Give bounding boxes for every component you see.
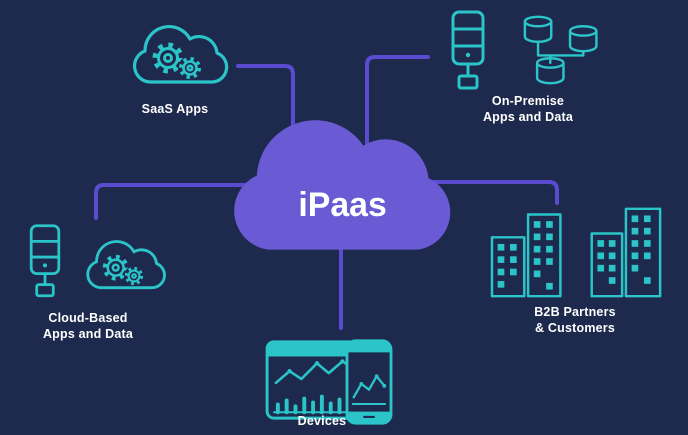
ipaas-cloud: iPaas xyxy=(234,120,451,250)
on-premise-label: On-Premise Apps and Data xyxy=(453,94,603,125)
cloud-based-label: Cloud-Based Apps and Data xyxy=(13,311,163,342)
connector-cloud-based xyxy=(94,183,270,220)
browser-analytics-icon xyxy=(265,340,367,420)
b2b-label-line1: B2B Partners xyxy=(534,305,616,319)
cloud-gears-icon xyxy=(86,240,166,290)
database-cluster-icon xyxy=(523,15,598,85)
connector-on-premise xyxy=(365,55,430,162)
cloud-gears-icon xyxy=(132,25,229,84)
cloud-based-label-line2: Apps and Data xyxy=(42,326,134,341)
server-icon xyxy=(29,224,61,298)
devices-label: Devices xyxy=(297,414,347,428)
smartphone-chart-icon xyxy=(345,339,393,425)
connector-saas xyxy=(236,64,295,167)
saas-apps-label: SaaS Apps xyxy=(141,102,209,116)
on-premise-label-line2: Apps and Data xyxy=(482,109,574,124)
cloud-based-label-line1: Cloud-Based xyxy=(48,311,128,325)
office-buildings-icon xyxy=(490,207,662,298)
on-premise-label-line1: On-Premise xyxy=(491,94,565,108)
server-icon xyxy=(451,10,485,90)
connector-b2b xyxy=(413,180,559,205)
b2b-label-line2: & Customers xyxy=(535,320,615,335)
b2b-label: B2B Partners & Customers xyxy=(500,305,650,336)
ipaas-label: iPaas xyxy=(298,186,386,224)
